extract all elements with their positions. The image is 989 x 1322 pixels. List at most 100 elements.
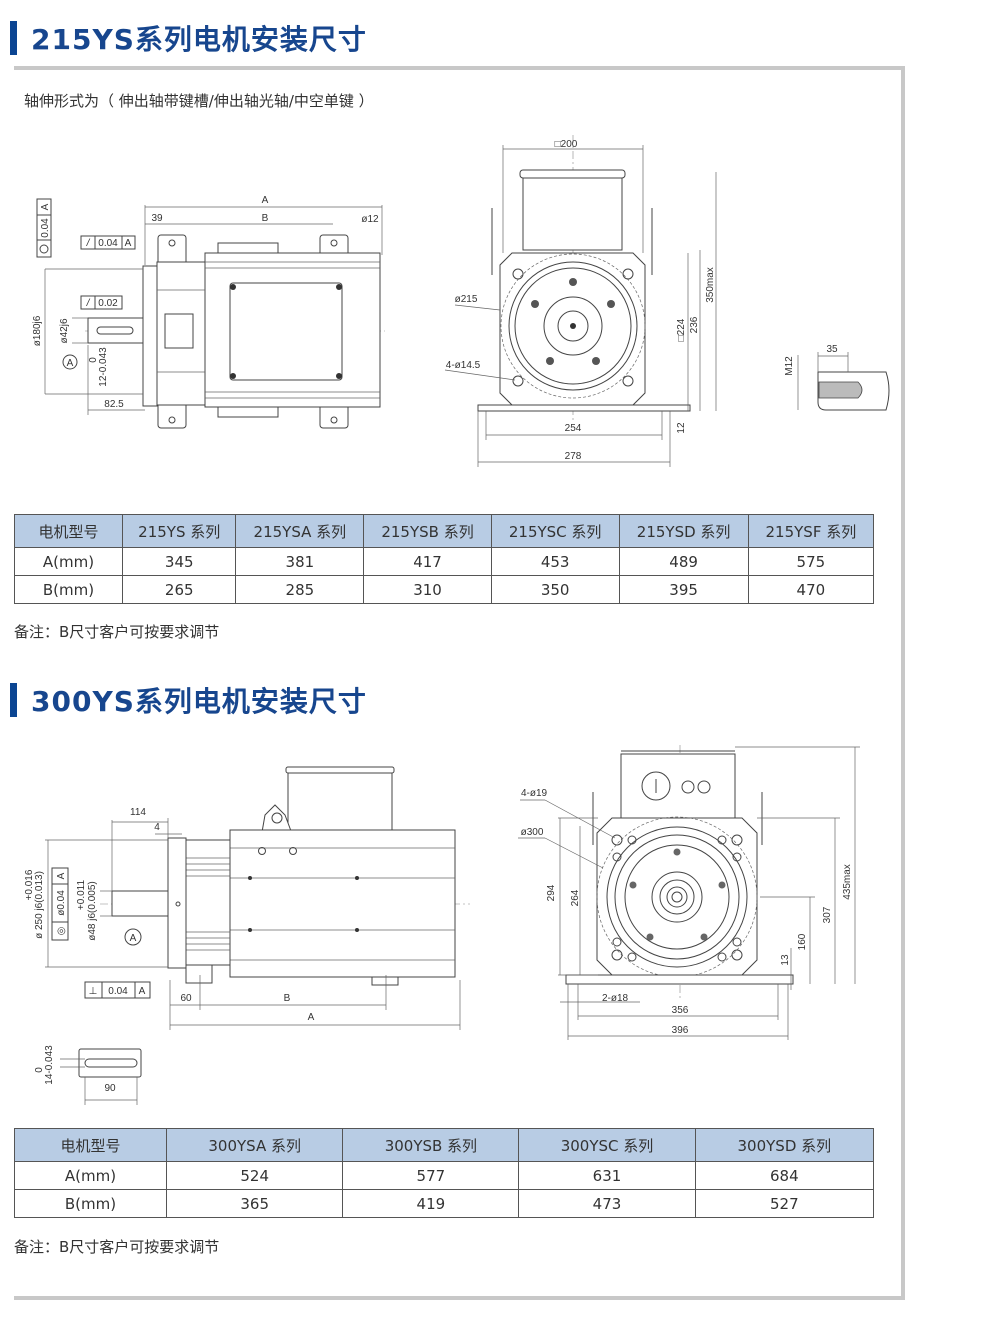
table-cell: 575 [747,547,875,576]
header-cell: 300YSD 系列 [694,1128,875,1162]
thread-size-label: M12 [784,356,795,376]
table-cell: 350 [490,575,620,604]
table-cell: 417 [363,547,492,576]
header-cell: 电机型号 [14,514,123,548]
row-label: B(mm) [14,575,123,604]
concentricity-ref: A [40,203,51,210]
section2-title-text: 300YS系列电机安装尺寸 [31,685,367,718]
box-width-label: □200 [555,139,578,150]
key-width-label: 14-0.043 [44,1045,55,1085]
base-278-label: 278 [565,451,582,462]
drawing-300-side-view: 114 4 ø 250 j6(0.013) +0.016 ø48 j6(0.00… [24,766,470,1105]
shaft-form-note: 轴伸形式为（ 伸出轴带键槽/伸出轴光轴/中空单键 ） [24,92,374,110]
drawing-300-front-view: 4-ø19 ø300 294 264 307 435max 160 13 2-ø… [518,745,860,1040]
dim-60-label: 60 [180,993,192,1004]
dim-a-label: A [308,1012,315,1023]
datum-a-label: A [130,933,137,944]
dim-39-label: 39 [151,213,163,224]
header-cell: 300YSA 系列 [165,1128,344,1162]
header-cell: 215YSF 系列 [747,514,875,548]
drawing-215-front-view: □200 ø215 4-ø14.5 □224 236 350max 254 27… [444,135,717,467]
height-264-label: 264 [570,889,581,906]
drawing-215-shaft-thread-detail: 35 M12 [784,344,890,411]
header-cell: 215YSD 系列 [618,514,749,548]
base-holes-label: 2-ø18 [602,993,629,1004]
table-row: B(mm) 265 285 310 350 395 470 [14,575,875,604]
thread-depth-label: 35 [826,344,838,355]
dim-b-label: B [262,213,269,224]
section2-title: 300YS系列电机安装尺寸 [10,683,367,718]
key-length-label: 90 [104,1083,116,1094]
row-label: A(mm) [14,1161,167,1190]
runout-symbol: / [86,238,91,249]
table-cell: 395 [618,575,749,604]
frame-size-label: □224 [676,318,687,341]
header-cell: 电机型号 [14,1128,167,1162]
section1-title: 215YS系列电机安装尺寸 [10,21,367,56]
runout-value: 0.04 [98,238,118,249]
key-tol-label: 0 [34,1067,45,1073]
table-cell: 527 [694,1189,875,1218]
table-cell: 631 [518,1161,696,1190]
perpendicularity-value: 0.04 [108,986,128,997]
shaft-tol-label: +0.011 [76,880,87,911]
table-cell: 381 [235,547,365,576]
section1-title-text: 215YS系列电机安装尺寸 [31,23,367,56]
height-max-label: 435max [842,864,853,900]
height-307-label: 307 [822,906,833,923]
height-max-label: 350max [705,267,716,303]
row-label: A(mm) [14,547,123,576]
width-396-label: 396 [672,1025,689,1036]
header-cell: 215YS 系列 [121,514,237,548]
concentricity-value: 0.04 [40,218,51,238]
title-accent-bar [10,683,17,717]
base-thickness-label: 12 [676,422,687,434]
flange-dia-label: ø 250 j6(0.013) [34,871,45,939]
height-160-label: 160 [797,933,808,950]
perpendicularity-symbol: ⊥ [89,986,98,997]
circle-dia-label: ø215 [455,294,478,305]
header-cell: 300YSC 系列 [518,1128,696,1162]
runout2-symbol: / [86,298,91,309]
base-13-label: 13 [780,954,791,966]
perpendicularity-ref: A [139,986,146,997]
dim-4-label: 4 [154,822,160,833]
table-cell: 470 [747,575,875,604]
concentricity-ref: A [56,872,67,879]
table-cell: 345 [121,547,237,576]
dim-114-label: 114 [130,807,146,818]
header-cell: 215YSC 系列 [490,514,620,548]
section2-note: 备注：B尺寸客户可按要求调节 [14,1238,220,1256]
mount-holes-label: 4-ø14.5 [446,360,481,371]
height-294-label: 294 [546,884,557,901]
table-cell: 419 [342,1189,520,1218]
frame-divider-bottom [14,1296,905,1300]
concentricity-value: ø0.04 [56,890,67,916]
key-tol-label: 0 [88,357,99,363]
datum-a-label: A [67,358,74,369]
drawing-215-side-view: A B 39 ø12 82.5 ø180j6 ø42j6 12-0.043 0 … [32,195,385,429]
circle-dia-label: ø300 [521,827,544,838]
runout-ref: A [125,238,132,249]
table-cell: 577 [342,1161,520,1190]
mount-holes-label: 4-ø19 [521,788,548,799]
table-cell: 285 [235,575,365,604]
row-label: B(mm) [14,1189,167,1218]
table-cell: 265 [121,575,237,604]
table-cell: 310 [363,575,492,604]
table-215ys-dimensions: 电机型号 215YS 系列 215YSA 系列 215YSB 系列 215YSC… [14,514,875,604]
shaft-dia-label: ø42j6 [59,318,70,343]
flange-tol-label: +0.016 [24,869,35,900]
shaft-dia-label: ø48 j6(0.005) [87,881,98,940]
height-236-label: 236 [689,316,700,333]
header-cell: 215YSA 系列 [235,514,365,548]
section1-note: 备注：B尺寸客户可按要求调节 [14,623,220,641]
header-cell: 215YSB 系列 [363,514,492,548]
table-cell: 684 [694,1161,875,1190]
key-width-label: 12-0.043 [98,347,109,387]
table-cell: 524 [165,1161,344,1190]
table-row: A(mm) 524 577 631 684 [14,1161,875,1190]
frame-divider-top [14,66,905,70]
dim-b-label: B [284,993,291,1004]
